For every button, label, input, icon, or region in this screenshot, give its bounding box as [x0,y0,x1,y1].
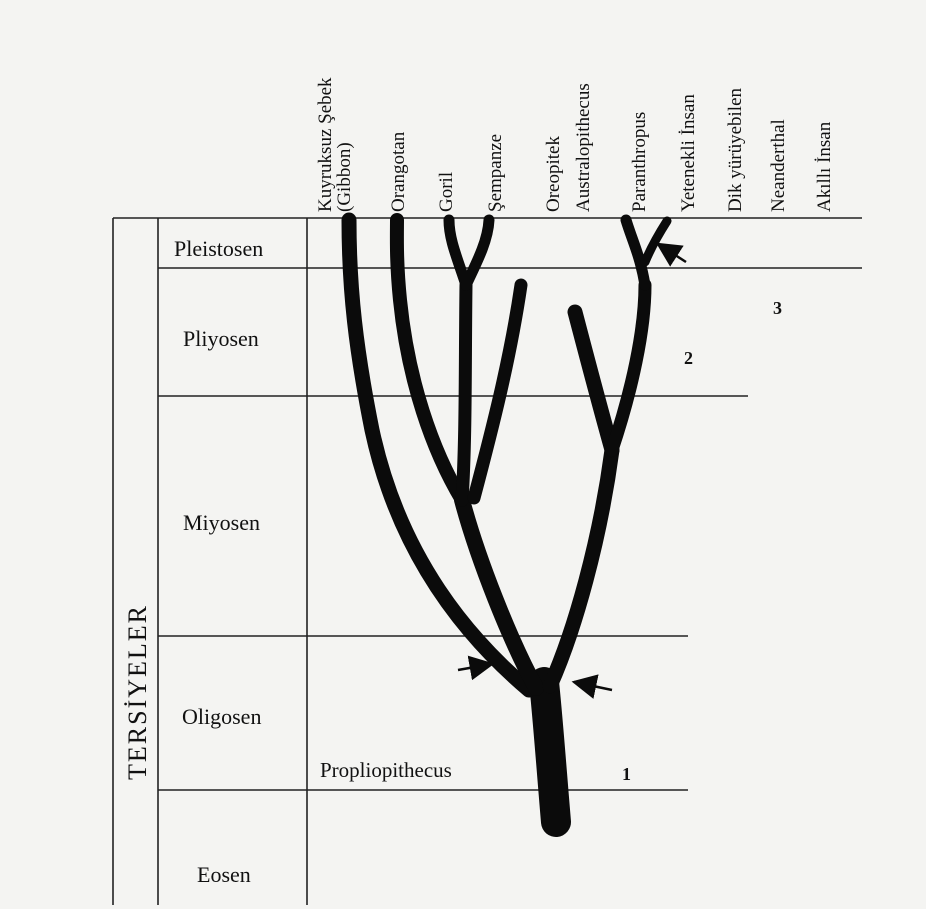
root-trunk [544,682,556,822]
epoch-label-pliocene: Pliyosen [183,326,259,351]
branch-gorilla [449,220,466,285]
species-label-orangutan: Orangotan [388,131,409,212]
branch-chimpanzee [466,220,489,285]
branch-orangutan [397,220,462,500]
species-label-gorilla: Goril [436,172,457,212]
branch-homo [645,221,667,262]
arrow-homo-split [658,244,686,262]
species-label-gibbon: Kuyruksuz Şebek [315,77,336,212]
species-labels: Kuyruksuz Şebek (Gibbon) Orangotan Goril… [315,77,835,212]
branch-extinct-ape [474,285,521,498]
species-label-neanderthal: Neanderthal [768,119,789,212]
ancestor-label: Propliopithecus [320,758,452,782]
era-label: TERSİYELER [123,604,152,780]
arrow-gibbon-split [458,664,492,670]
species-label-homo-sapiens: Akıllı İnsan [814,121,835,212]
branch-african-ape-stem [462,285,466,500]
species-label-homo-erectus: Dik yürüyebilen [725,87,746,212]
marker-2: 2 [684,348,693,368]
marker-3: 3 [773,298,782,318]
species-label-gibbon-paren: (Gibbon) [334,142,355,212]
era-label-group: TERSİYELER [123,604,152,780]
branch-australopithecus [612,285,645,450]
marker-1: 1 [622,764,631,784]
species-label-homo-habilis: Yetenekli İnsan [678,94,699,212]
species-label-oreopithecus: Oreopitek [543,136,564,212]
species-label-chimpanzee: Şempanze [485,134,506,212]
epoch-label-oligocene: Oligosen [182,704,261,729]
phylogenetic-tree [349,220,667,822]
branch-paranthropus [626,220,645,285]
arrow-hominid-split [574,682,612,690]
epoch-label-eocene: Eosen [197,862,251,887]
branch-oreopithecus [575,312,612,450]
branch-hominid-stem [550,450,612,686]
species-label-paranthropus: Paranthropus [629,112,650,212]
epoch-label-pleistocene: Pleistosen [174,236,263,261]
species-label-australopithecus: Australopithecus [573,83,594,212]
epoch-label-miocene: Miyosen [183,510,260,535]
